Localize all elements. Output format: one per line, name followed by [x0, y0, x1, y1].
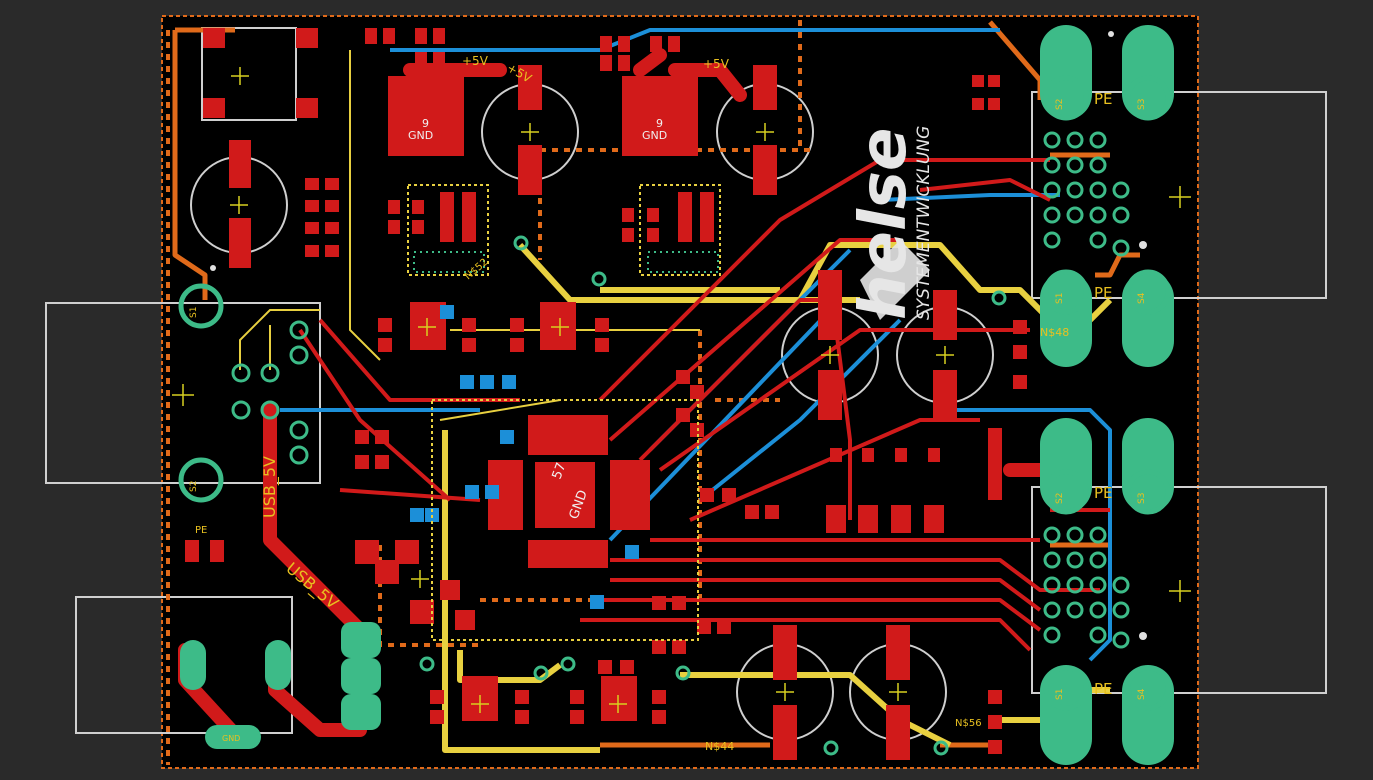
ic2-gnd-label: GND: [642, 129, 667, 142]
red-traces: [298, 158, 1110, 652]
yellow-dotted-outlines: [407, 184, 721, 641]
label-s3-r2: S3: [1137, 493, 1147, 504]
label-pe-1: PE: [1094, 90, 1113, 108]
label-s3-r1: S3: [1137, 99, 1147, 110]
ring-pads: [178, 75, 1171, 711]
label-pe-3: PE: [1094, 484, 1113, 502]
yellow-thin-traces: [239, 50, 700, 421]
vias: [210, 31, 1147, 640]
label-s1-left: S1: [189, 307, 199, 318]
logo-swoosh: [860, 240, 930, 320]
label-s4-r1: S4: [1137, 292, 1147, 304]
label-n56: N$56: [955, 718, 982, 729]
label-s1-r2: S1: [1055, 689, 1065, 700]
label-s4-r2: S4: [1137, 688, 1147, 700]
label-pe-small: PE: [195, 525, 207, 536]
label-5v-a: +5V: [462, 54, 489, 68]
label-s2-left: S2: [189, 481, 199, 492]
gnd-pad-label: GND: [222, 734, 240, 743]
smd-pads: [203, 28, 957, 760]
label-pe-2: PE: [1094, 284, 1113, 302]
label-s2-r2: S2: [1055, 493, 1065, 504]
label-n48: N$48: [1040, 326, 1069, 339]
label-n44: N$44: [705, 740, 734, 753]
ic1-pin-label: 9: [422, 117, 429, 130]
label-pe-4: PE: [1094, 680, 1113, 698]
green-dotted-outlines: [413, 251, 719, 273]
board-outline: [161, 15, 1199, 769]
ic2-pin-label: 9: [656, 117, 663, 130]
logo-subtitle: SYSTEMENTWICKLUNG: [914, 126, 934, 320]
small-ring-pads: [231, 131, 1130, 756]
label-5v-c: +5V: [703, 57, 730, 71]
label-usb5v-a: USB_5V: [260, 456, 280, 518]
connector-pads: [180, 25, 1174, 765]
label-s1-r1: S1: [1055, 293, 1065, 304]
mcu-pin-label: 57: [550, 461, 570, 482]
origin-crosses: [172, 67, 1191, 713]
ic1-gnd-label: GND: [408, 129, 433, 142]
bottom-pads: [410, 305, 639, 609]
label-s2-r1: S2: [1055, 99, 1065, 110]
